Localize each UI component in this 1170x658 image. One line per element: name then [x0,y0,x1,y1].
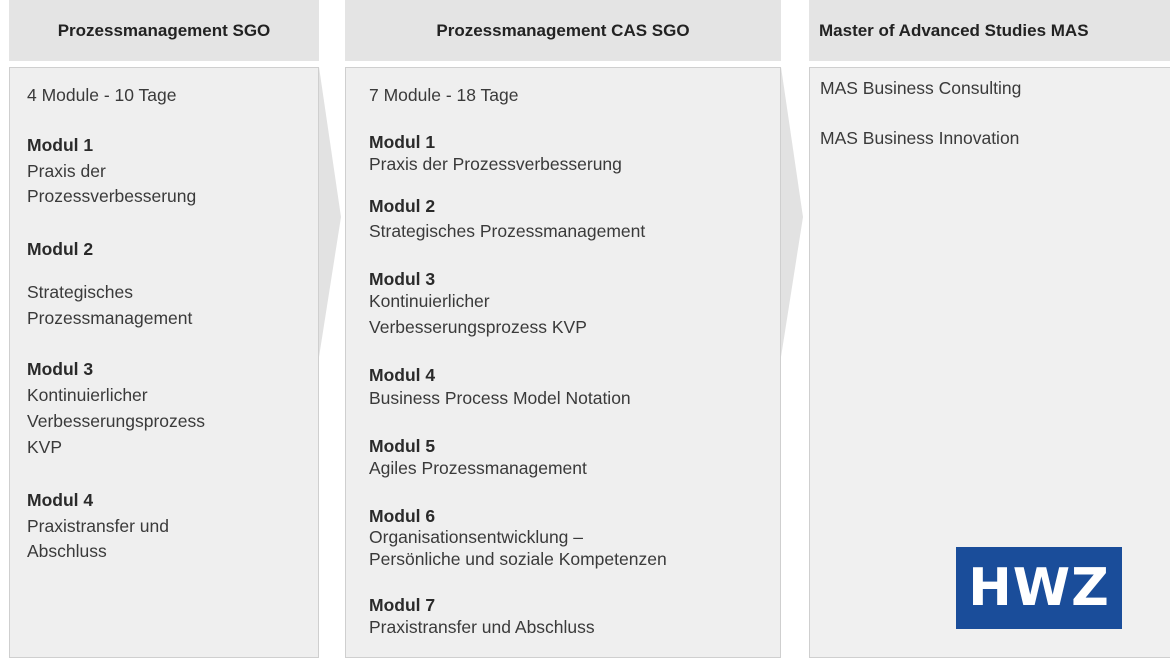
module-summary: 4 Module - 10 Tage [27,85,177,105]
column-title: Master of Advanced Studies MAS [819,20,1089,40]
column-header-cas: Prozessmanagement CAS SGO [345,0,781,61]
module-text: Kontinuierlicher [27,385,148,405]
module-label: Modul 7 [369,595,436,615]
module-text: KVP [27,437,63,457]
column-title: Prozessmanagement CAS SGO [436,20,690,40]
chevron-arrow-2 [781,67,803,357]
module-summary: 7 Module - 18 Tage [369,85,519,105]
module-text: Agiles Prozessmanagement [369,458,587,478]
module-text: Praxis der Prozessverbesserung [369,154,622,174]
module-text: Organisationsentwicklung – [369,527,584,547]
module-text: Prozessverbesserung [27,186,197,206]
module-label: Modul 1 [369,132,436,152]
module-label: Modul 3 [27,359,94,379]
module-label: Modul 4 [27,490,94,510]
column-header-sgo: Prozessmanagement SGO [9,0,319,61]
module-text: Verbesserungsprozess KVP [369,317,587,337]
mas-program-item: MAS Business Innovation [820,128,1020,148]
module-text: Prozessmanagement [27,308,193,328]
module-label: Modul 3 [369,269,436,289]
mas-program-item: MAS Business Consulting [820,78,1022,98]
module-text: Strategisches [27,282,134,302]
module-label: Modul 2 [369,196,436,216]
module-label: Modul 1 [27,135,94,155]
module-text: Kontinuierlicher [369,291,490,311]
module-text: Praxistransfer und [27,516,170,536]
module-label: Modul 6 [369,506,436,526]
module-text: Strategisches Prozessmanagement [369,221,646,241]
column-title: Prozessmanagement SGO [57,20,271,40]
chevron-arrow-1 [319,67,341,357]
module-text: Abschluss [27,541,107,561]
module-label: Modul 5 [369,436,436,456]
module-text: Verbesserungsprozess [27,411,206,431]
module-text: Persönliche und soziale Kompetenzen [369,549,667,569]
column-panel-cas [345,67,781,658]
column-panel-sgo [9,67,319,658]
column-header-mas: Master of Advanced Studies MAS [809,0,1170,61]
module-text: Praxistransfer und Abschluss [369,617,595,637]
module-label: Modul 4 [369,365,436,385]
module-text: Business Process Model Notation [369,388,631,408]
hwz-logo: HWZ [956,547,1122,629]
module-label: Modul 2 [27,239,94,259]
module-text: Praxis der [27,161,106,181]
